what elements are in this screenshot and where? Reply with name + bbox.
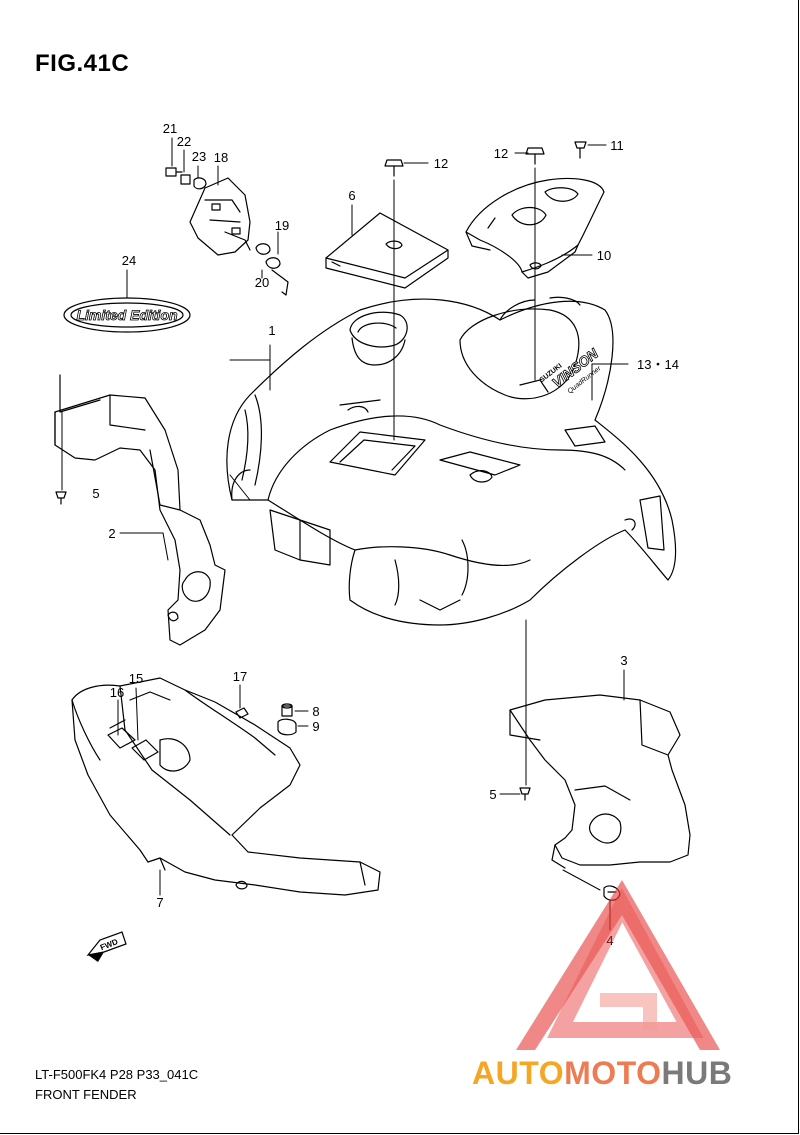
footer-code: LT-F500FK4 P28 P33_041C	[35, 1067, 199, 1082]
part-6-lid	[325, 212, 449, 289]
part-11-12-bolts	[384, 141, 587, 177]
part-8-9-17-hardware	[235, 703, 297, 736]
part-5-screws	[55, 491, 531, 801]
callout-19: 19	[275, 218, 289, 233]
callout-12-right: 12	[494, 146, 508, 161]
callout-3: 3	[620, 653, 627, 668]
callout-1: 1	[268, 323, 275, 338]
watermark-logo-icon	[516, 880, 720, 1050]
callout-8: 8	[312, 704, 319, 719]
figure-title: FIG.41C	[35, 50, 130, 77]
callout-5-left: 5	[92, 486, 99, 501]
part-1-front-fender	[226, 296, 677, 626]
part-3-right-mudguard	[509, 694, 691, 869]
callout-12-left: 12	[434, 156, 448, 171]
callout-21: 21	[163, 121, 177, 136]
callout-9: 9	[312, 719, 319, 734]
part-10-cover	[465, 177, 605, 279]
callout-20: 20	[255, 275, 269, 290]
callout-16: 16	[110, 685, 124, 700]
callout-15: 15	[129, 671, 143, 686]
callout-11: 11	[610, 138, 624, 153]
part-19-20-hardware	[255, 243, 289, 296]
footer-name: FRONT FENDER	[35, 1087, 137, 1102]
decal-24-text: Limited Edition	[76, 307, 177, 323]
watermark-text: AUTOMOTOHUB	[472, 1055, 733, 1091]
callout-6: 6	[348, 188, 355, 203]
callout-18: 18	[214, 150, 228, 165]
callout-24: 24	[122, 253, 136, 268]
part-21-22-23-hardware	[165, 167, 207, 190]
callout-23: 23	[192, 149, 206, 164]
callout-22: 22	[177, 134, 191, 149]
callout-5-right: 5	[489, 787, 496, 802]
part-18-bracket	[189, 177, 251, 256]
callout-2: 2	[108, 526, 115, 541]
callout-17: 17	[233, 669, 247, 684]
callout-13-14: 13・14	[637, 357, 679, 372]
part-2-left-mudguard	[54, 374, 226, 646]
callout-4: 4	[606, 933, 613, 948]
leader-lines	[61, 137, 629, 931]
callout-7: 7	[156, 895, 163, 910]
callout-10: 10	[597, 248, 611, 263]
part-7-front-guard	[71, 677, 381, 896]
forward-arrow-icon: FWD	[86, 931, 127, 962]
